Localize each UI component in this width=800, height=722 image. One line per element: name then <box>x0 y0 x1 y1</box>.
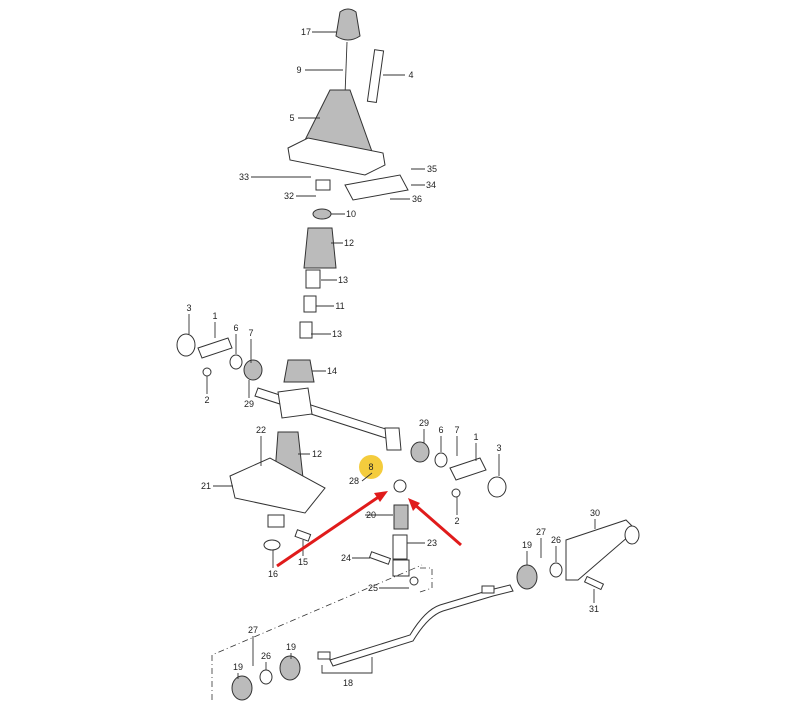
washer-26-right <box>549 562 563 578</box>
bush-3-left <box>176 333 196 357</box>
label-24: 24 <box>341 553 351 563</box>
red-arrow-left <box>276 491 388 568</box>
bolt-15 <box>294 529 312 542</box>
shift-shaft <box>254 387 399 442</box>
bracket-30-tube <box>624 525 640 545</box>
label-23: 23 <box>427 538 437 548</box>
label-31: 31 <box>589 604 599 614</box>
label-36: 36 <box>412 194 422 204</box>
label-7b: 7 <box>454 425 459 435</box>
guide-14 <box>283 359 315 383</box>
label-30: 30 <box>590 508 600 518</box>
label-22: 22 <box>256 425 266 435</box>
bracket-36 <box>344 174 409 201</box>
label-3b: 3 <box>496 443 501 453</box>
label-19: 19 <box>522 540 532 550</box>
housing-21 <box>229 457 326 514</box>
shaft-fork <box>277 387 313 419</box>
label-1b: 1 <box>473 432 478 442</box>
label-4: 4 <box>408 70 413 80</box>
label-13b: 13 <box>332 329 342 339</box>
red-arrow-right <box>408 498 462 547</box>
spring-13b <box>299 321 313 339</box>
boot-19-right <box>516 564 538 590</box>
label-8: 8 <box>368 462 373 472</box>
label-27b: 27 <box>248 625 258 635</box>
bolt-24 <box>368 551 392 565</box>
clamp-32 <box>315 179 331 191</box>
ball-8 <box>393 479 407 493</box>
nut-25 <box>409 576 419 586</box>
highlight-marker <box>359 455 383 479</box>
label-14: 14 <box>327 366 337 376</box>
bracket-30 <box>565 519 637 581</box>
label-17: 17 <box>301 27 311 37</box>
nut-2-left <box>202 367 212 377</box>
shift-knob <box>335 8 361 41</box>
label-33: 33 <box>239 172 249 182</box>
spring-18 <box>317 651 331 660</box>
bracket-1-right <box>449 457 487 481</box>
label-26b: 26 <box>261 651 271 661</box>
bush-3-right <box>487 476 507 498</box>
label-25: 25 <box>368 583 378 593</box>
bolt-31 <box>583 575 605 591</box>
label-3: 3 <box>186 303 191 313</box>
label-7: 7 <box>248 328 253 338</box>
label-18: 18 <box>343 678 353 688</box>
washer-6-left <box>229 354 243 370</box>
bush-10 <box>312 208 332 220</box>
label-11: 11 <box>335 301 344 311</box>
label-2: 2 <box>204 395 209 405</box>
label-19b: 19 <box>233 662 243 672</box>
label-5: 5 <box>289 113 294 123</box>
label-12: 12 <box>344 238 354 248</box>
label-20: 20 <box>366 510 376 520</box>
label-32: 32 <box>284 191 294 201</box>
washer-6-right <box>434 452 448 468</box>
label-34: 34 <box>426 180 436 190</box>
nut-2-right <box>451 488 461 498</box>
label-2b: 2 <box>454 516 459 526</box>
label-21: 21 <box>201 481 211 491</box>
washer-26-left <box>259 669 273 685</box>
label-35: 35 <box>427 164 437 174</box>
clamp-23 <box>392 559 410 577</box>
rod-end <box>481 585 495 594</box>
bracket-1-left <box>197 337 233 359</box>
bush-16 <box>267 514 285 528</box>
label-26: 26 <box>551 535 561 545</box>
label-6b: 6 <box>438 425 443 435</box>
label-12b: 12 <box>312 449 322 459</box>
label-28: 28 <box>349 476 359 486</box>
spring-13 <box>305 269 321 289</box>
boot-12-upper <box>303 227 337 269</box>
shift-rod-18 <box>329 584 514 667</box>
label-15: 15 <box>298 557 308 567</box>
bush-29-left <box>243 359 263 381</box>
label-13: 13 <box>338 275 348 285</box>
label-6: 6 <box>233 323 238 333</box>
label-29b: 29 <box>419 418 429 428</box>
lever-sleeve <box>366 49 385 104</box>
label-27: 27 <box>536 527 546 537</box>
label-29: 29 <box>244 399 254 409</box>
bush-11 <box>303 295 317 313</box>
shift-lever <box>344 41 348 96</box>
joint-20 <box>393 504 409 530</box>
bush-29-right <box>410 441 430 463</box>
shaft-end <box>384 427 402 451</box>
boot-19-left <box>231 675 253 701</box>
label-10: 10 <box>346 209 356 219</box>
sleeve-23 <box>392 534 408 560</box>
boot-19-mid <box>279 655 301 681</box>
label-9: 9 <box>296 65 301 75</box>
label-19c: 19 <box>286 642 296 652</box>
cap-16 <box>263 539 281 551</box>
label-16: 16 <box>268 569 278 579</box>
label-1: 1 <box>212 311 217 321</box>
part-labels: 17 9 4 5 35 34 33 32 36 10 12 13 11 13 3… <box>186 27 600 688</box>
shift-boot <box>287 89 386 176</box>
